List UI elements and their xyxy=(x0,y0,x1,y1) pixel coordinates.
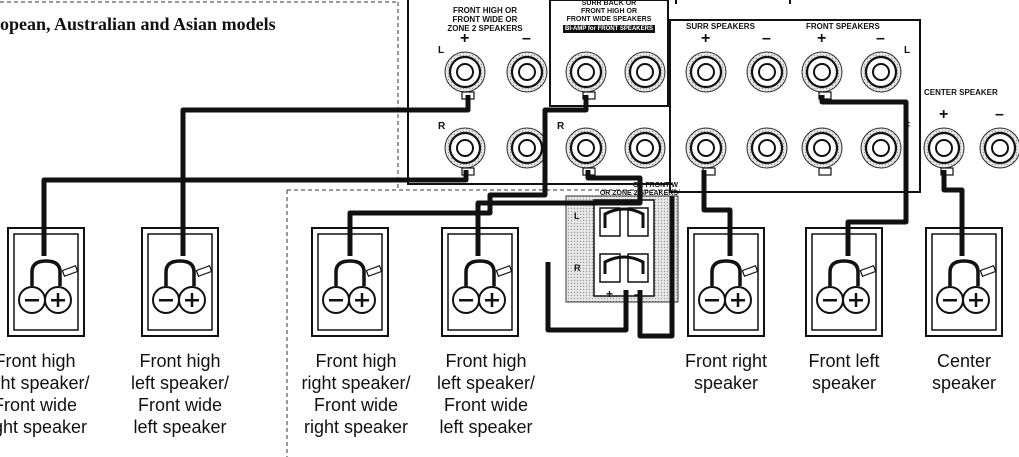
sub-panel-label: OR FRONT W OR ZONE 2 SPEAKERS xyxy=(566,182,678,198)
caption-line: right speaker xyxy=(0,417,88,437)
caption-line: right speaker/ xyxy=(0,373,90,393)
sub-panel-line-1: OR FRONT W xyxy=(632,182,678,189)
sb-label-line-3: FRONT WIDE SPEAKERS xyxy=(566,16,652,23)
front-high-group-label: FRONT HIGH OR FRONT WIDE OR ZONE 2 SPEAK… xyxy=(420,6,550,33)
region-header: opean, Australian and Asian models xyxy=(0,14,276,34)
channel-l-marker: L xyxy=(438,45,445,56)
caption-front-left: Front left speaker xyxy=(790,350,898,394)
caption-line: left speaker/ xyxy=(436,373,536,393)
surr-speakers-label: SURR SPEAKERS xyxy=(686,22,755,31)
speaker-terminals xyxy=(443,50,1019,170)
plus-marker-top: + xyxy=(460,30,470,47)
sub-panel-line-2: OR ZONE 2 SPEAKERS xyxy=(599,190,678,197)
caption-line: Front high xyxy=(139,351,221,371)
channel-r-marker-2: R xyxy=(557,121,565,132)
caption-line: left speaker/ xyxy=(130,373,230,393)
caption-line: Front wide xyxy=(137,395,223,415)
center-speaker-label: CENTER SPEAKER xyxy=(924,88,998,97)
caption-line: Front high xyxy=(315,351,397,371)
minus-marker-front: – xyxy=(876,30,885,47)
speaker-wires xyxy=(41,95,965,339)
front-speakers-label: FRONT SPEAKERS xyxy=(806,22,880,31)
fh-label-line-2: FRONT WIDE OR xyxy=(452,15,518,24)
bi-amp-label: BI-AMP for FRONT SPEAKERS xyxy=(563,25,655,33)
sb-label-line-2: FRONT HIGH OR xyxy=(581,8,637,15)
caption-line: Front left xyxy=(808,351,880,371)
caption-fh-left-2: Front high left speaker/ Front wide left… xyxy=(426,350,546,438)
surr-back-group-label: SURR BACK OR FRONT HIGH OR FRONT WIDE SP… xyxy=(552,0,666,33)
speaker-boxes xyxy=(6,226,1004,338)
caption-fh-left-1: Front high left speaker/ Front wide left… xyxy=(124,350,236,438)
caption-line: right speaker/ xyxy=(301,373,411,393)
sub-panel-l: L xyxy=(574,211,580,221)
caption-front-right: Front right speaker xyxy=(670,350,782,394)
caption-line: Front wide xyxy=(443,395,529,415)
caption-line: Front high xyxy=(445,351,527,371)
caption-line: Front wide xyxy=(0,395,78,415)
caption-center: Center speaker xyxy=(916,350,1012,394)
minus-marker-center: – xyxy=(995,106,1004,123)
caption-line: Front high xyxy=(0,351,76,371)
caption-line: speaker xyxy=(811,373,877,393)
caption-fh-right-1: Front high right speaker/ Front wide rig… xyxy=(0,350,90,438)
minus-marker-surr: – xyxy=(762,30,771,47)
caption-line: Front wide xyxy=(313,395,399,415)
fh-label-line-1: FRONT HIGH OR xyxy=(453,6,517,15)
sb-label-line-1: SURR BACK OR xyxy=(581,0,637,7)
caption-line: right speaker xyxy=(303,417,409,437)
sub-panel-minus: – xyxy=(634,287,641,301)
channel-r-marker: R xyxy=(438,121,446,132)
caption-line: speaker xyxy=(931,373,997,393)
sub-panel-r: R xyxy=(574,263,581,273)
caption-line: left speaker xyxy=(133,417,227,437)
sub-panel-plus: + xyxy=(606,287,614,301)
channel-l-marker-2: L xyxy=(904,45,911,56)
plus-marker-front: + xyxy=(817,30,827,47)
fh-label-line-3: ZONE 2 SPEAKERS xyxy=(447,24,523,33)
caption-line: Front right xyxy=(684,351,768,371)
caption-fh-right-2: Front high right speaker/ Front wide rig… xyxy=(290,350,422,438)
caption-line: Center xyxy=(936,351,992,371)
minus-marker-top: – xyxy=(522,30,531,47)
sub-panel xyxy=(565,195,679,303)
caption-line: left speaker xyxy=(439,417,533,437)
caption-line: speaker xyxy=(693,373,759,393)
plus-marker-surr: + xyxy=(701,30,711,47)
channel-f-marker: F xyxy=(904,121,911,132)
plus-marker-center: + xyxy=(939,106,949,123)
